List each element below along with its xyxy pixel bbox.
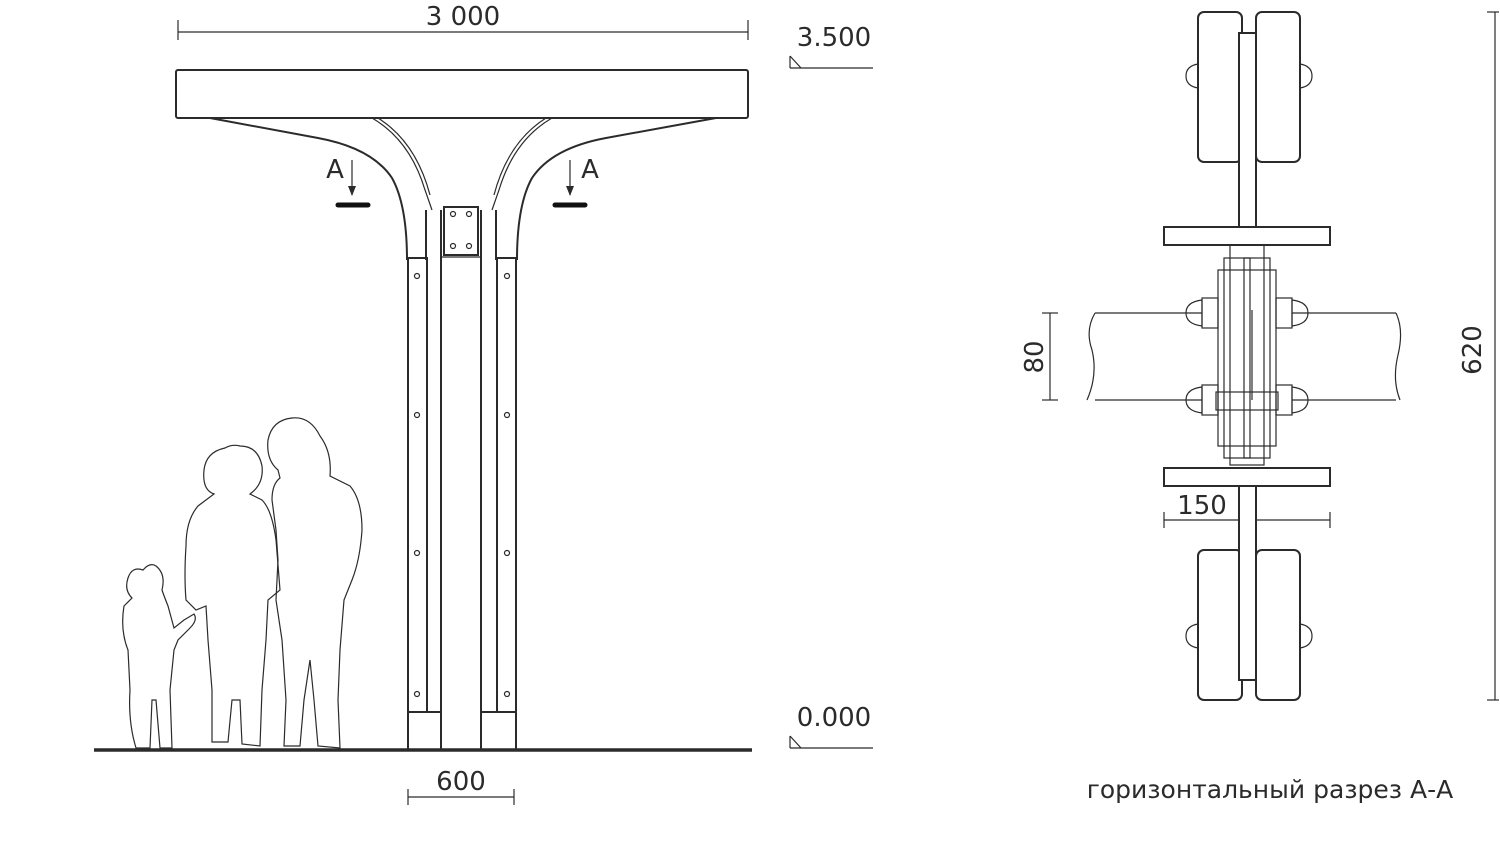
section-bolts — [1185, 297, 1309, 416]
middle-assembly — [1215, 244, 1279, 466]
bottom-steel-strip — [1238, 485, 1257, 681]
right-canopy-bracket — [516, 117, 717, 261]
top-level-mark: 3.500 — [789, 23, 873, 69]
upper-flange-plate — [1163, 226, 1331, 246]
section-width-label: 150 — [1177, 491, 1227, 521]
people-silhouettes — [122, 417, 363, 749]
svg-text:A: A — [581, 155, 599, 185]
ground-level-mark: 0.000 — [789, 703, 873, 749]
column-width-label: 600 — [436, 767, 486, 797]
right-cladding-board — [480, 257, 517, 751]
overall-width-dimension: 3 000 — [177, 2, 749, 40]
top-level-label: 3.500 — [797, 23, 871, 53]
section-mark-left: A — [326, 155, 371, 208]
lower-flange-plate — [1163, 467, 1331, 487]
central-column — [425, 210, 497, 750]
section-view: 150 80 620 горизонтальный разрез А-А — [1020, 11, 1499, 804]
horizontal-tube — [1086, 312, 1402, 401]
connector-plate — [443, 206, 479, 256]
tube-dimension: 80 — [1020, 312, 1058, 401]
top-steel-strip — [1238, 32, 1257, 228]
left-canopy-bracket — [209, 117, 408, 261]
ground-level-label: 0.000 — [797, 703, 871, 733]
section-caption: горизонтальный разрез А-А — [1087, 775, 1454, 804]
connector-bolts — [449, 210, 473, 250]
tube-label: 80 — [1020, 340, 1050, 373]
roof-slab — [175, 69, 749, 119]
section-height-label: 620 — [1458, 325, 1488, 375]
section-height-dimension: 620 — [1458, 11, 1499, 701]
left-cladding-board — [407, 257, 442, 751]
overall-width-label: 3 000 — [426, 2, 500, 32]
section-mark-right: A — [552, 155, 599, 208]
column-width-dimension: 600 — [407, 767, 515, 805]
svg-text:A: A — [326, 155, 344, 185]
elevation-view: 3 000 3.500 — [94, 2, 873, 805]
